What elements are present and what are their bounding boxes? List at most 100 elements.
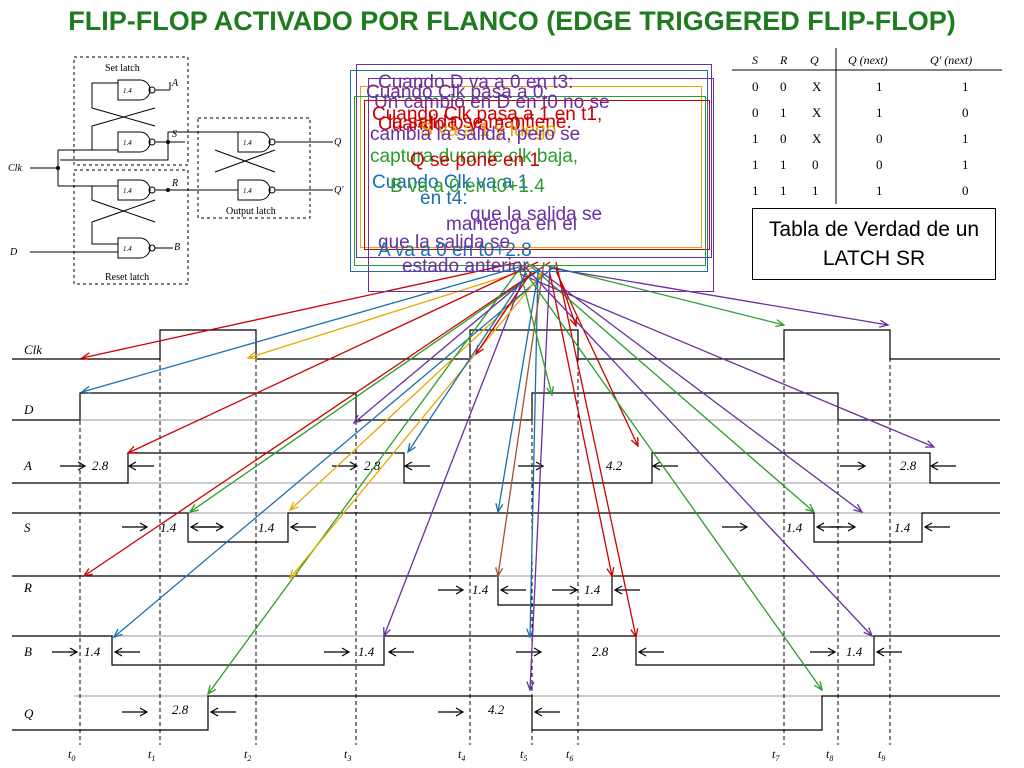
- tt-cell: 0: [812, 157, 819, 172]
- signal-q-label: Q: [24, 706, 34, 721]
- annotation-arrowhead: [863, 627, 874, 638]
- d-input-label: D: [9, 247, 18, 258]
- gate-6: [237, 179, 271, 201]
- tt-cell: 0: [752, 79, 759, 94]
- delay-arrow: [52, 647, 140, 657]
- time-label: t4: [458, 747, 465, 763]
- annotation-arrow: [475, 270, 533, 355]
- delay-q-1: 2.8: [172, 702, 189, 717]
- tt-cell: 1: [752, 183, 759, 198]
- annotation-arrowhead: [80, 352, 91, 361]
- tt-header-s: S: [752, 53, 758, 67]
- gate-1: [117, 79, 151, 101]
- gate-5: [237, 131, 271, 153]
- delay-arrow: [122, 707, 236, 717]
- annotation-arrowhead: [775, 319, 786, 328]
- delay-arrow: [518, 461, 678, 471]
- time-label: t1: [148, 747, 155, 763]
- signal-s-label: S: [24, 520, 31, 535]
- annotation-arrow: [549, 267, 889, 326]
- time-label: t9: [878, 747, 885, 763]
- annotation-arrowhead: [383, 626, 391, 638]
- annotation-arrowhead: [188, 504, 199, 513]
- node-r-label: R: [171, 178, 178, 189]
- annotation-note: que la salida se: [470, 204, 603, 225]
- annotation-arrowhead: [546, 386, 554, 397]
- annotation-arrow: [555, 267, 577, 327]
- delay-arrow: [516, 647, 664, 657]
- note-box-1: [350, 70, 708, 272]
- tt-cell: 1: [876, 79, 883, 94]
- tt-cell: 0: [780, 79, 787, 94]
- annotation-arrow: [529, 264, 551, 691]
- signal-d-label: D: [23, 402, 34, 417]
- annotation-note: B va a 0 en t0+1.4: [390, 176, 545, 197]
- delay-b-2: 1.4: [358, 644, 375, 659]
- annotation-note: Cuando Clk pasa a 1 en t1,: [372, 104, 603, 125]
- annotation-arrowhead: [630, 628, 639, 639]
- delay-arrow: [60, 461, 154, 471]
- gate-2: [117, 131, 151, 153]
- delay-a-1: 2.8: [92, 458, 109, 473]
- tt-header-q: Q: [810, 53, 819, 67]
- delay-arrow: [840, 461, 956, 471]
- delay-arrow: [438, 585, 526, 595]
- page-title: FLIP-FLOP ACTIVADO POR FLANCO (EDGE TRIG…: [68, 6, 956, 36]
- node-s-label: S: [172, 129, 177, 140]
- tt-header-qpnext: Q' (next): [930, 53, 972, 67]
- note-box-2: [356, 64, 712, 258]
- tt-cell: 0: [752, 105, 759, 120]
- svg-text:1.4: 1.4: [123, 187, 132, 195]
- annotation-note: Q se pone en 1: [410, 150, 540, 171]
- annotation-arrowhead: [352, 414, 363, 425]
- delay-s-2: 1.4: [258, 520, 275, 535]
- delay-b-4: 1.4: [846, 644, 863, 659]
- annotation-arrow: [353, 273, 533, 424]
- annotation-arrow: [549, 273, 613, 577]
- annotation-arrow: [519, 273, 935, 448]
- annotation-arrowhead: [80, 385, 92, 394]
- time-label: t3: [344, 747, 351, 763]
- tt-cell: 0: [962, 105, 969, 120]
- tt-cell: 0: [876, 157, 883, 172]
- r-waveform: [12, 575, 1000, 606]
- annotation-arrowhead: [853, 503, 864, 514]
- tt-cell: 0: [876, 131, 883, 146]
- annotation-arrow: [525, 267, 873, 637]
- annotation-arrow: [83, 261, 551, 577]
- annotation-arrow: [113, 264, 557, 638]
- annotation-arrowhead: [246, 351, 258, 360]
- annotation-note: A va a 0 en t0+2.8: [378, 240, 532, 261]
- node-b-label: B: [174, 242, 180, 253]
- annotation-note: que la salida se: [378, 232, 511, 253]
- delay-q-2: 4.2: [488, 702, 505, 717]
- annotation-arrow: [247, 267, 533, 359]
- time-label: t2: [244, 747, 251, 763]
- set-latch-box: [73, 56, 189, 166]
- output-latch-label: Output latch: [226, 206, 276, 217]
- annotation-arrowhead: [82, 568, 93, 577]
- signal-b-label: B: [24, 644, 32, 659]
- tt-cell: 1: [780, 105, 787, 120]
- gate-3: [117, 179, 151, 201]
- time-label: t6: [566, 747, 573, 763]
- delay-arrow: [324, 647, 414, 657]
- annotation-arrow: [525, 261, 815, 513]
- delay-arrow: [830, 522, 950, 532]
- annotation-arrow: [207, 267, 521, 695]
- delay-arrow: [332, 461, 430, 471]
- tt-cell: X: [812, 131, 822, 146]
- tt-cell: 1: [752, 157, 759, 172]
- annotation-arrow: [531, 264, 863, 513]
- annotation-arrowhead: [288, 569, 299, 580]
- annotation-note: cambia la salida, pero se: [370, 124, 581, 145]
- annotation-arrow: [543, 264, 785, 326]
- annotation-arrow: [497, 261, 545, 577]
- annotation-note: Cuando Clk va a 1: [372, 172, 529, 193]
- signal-a-label: A: [23, 458, 32, 473]
- tt-cell: 0: [780, 131, 787, 146]
- time-label: t8: [826, 747, 833, 763]
- annotation-note: Cuando D va a 0 en t3:: [378, 72, 574, 93]
- annotation-note: Cuando D va a 0,: [378, 114, 526, 135]
- note-box-6: [354, 96, 706, 266]
